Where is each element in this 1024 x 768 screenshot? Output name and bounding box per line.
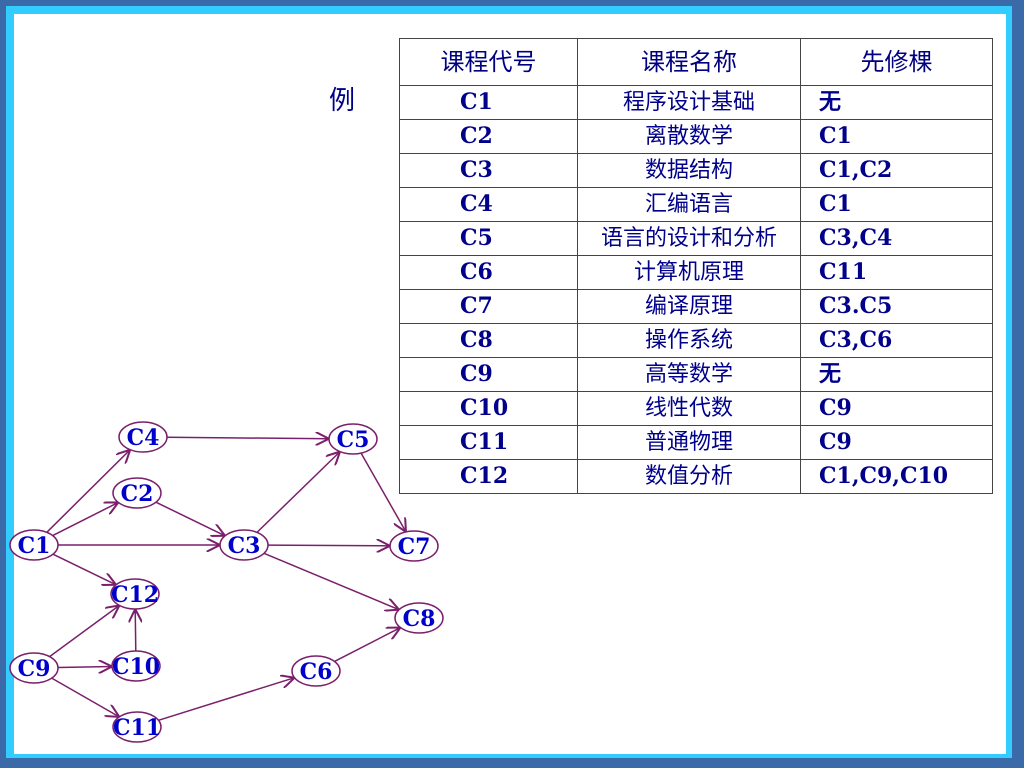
node-label: C6 bbox=[300, 659, 333, 685]
header-course-code: 课程代号 bbox=[399, 38, 578, 86]
graph-edges bbox=[46, 437, 406, 722]
cell-prerequisite: 无 bbox=[800, 85, 993, 120]
edge-c11-c6 bbox=[158, 678, 294, 722]
edge-c5-c7 bbox=[360, 452, 406, 532]
node-label: C10 bbox=[112, 654, 160, 680]
node-c11: C11 bbox=[112, 711, 162, 743]
edge-c2-c3 bbox=[155, 501, 225, 536]
node-label: C4 bbox=[127, 425, 160, 451]
edge-c6-c8 bbox=[334, 628, 401, 663]
node-c3: C3 bbox=[219, 529, 269, 561]
header-course-name: 课程名称 bbox=[577, 38, 801, 86]
table-header-row: 课程代号 课程名称 先修棵 bbox=[399, 38, 993, 86]
node-c2: C2 bbox=[112, 477, 162, 509]
node-ellipse bbox=[328, 423, 378, 455]
node-label: C5 bbox=[337, 427, 370, 453]
example-label: 例 bbox=[329, 86, 356, 116]
cell-prerequisite: C1 bbox=[800, 187, 993, 222]
edge-c3-c8 bbox=[263, 552, 399, 609]
edge-c1-c2 bbox=[52, 502, 119, 537]
cell-course-code: C7 bbox=[399, 289, 578, 324]
cell-prerequisite: C9 bbox=[800, 391, 993, 426]
cell-course-name: 编译原理 bbox=[577, 289, 801, 324]
node-ellipse bbox=[389, 530, 439, 562]
edge-c10-c12 bbox=[135, 609, 136, 652]
node-ellipse bbox=[118, 421, 168, 453]
edge-c3-c7 bbox=[267, 545, 390, 546]
cell-course-name: 数据结构 bbox=[577, 153, 801, 188]
node-label: C9 bbox=[18, 656, 51, 682]
node-ellipse bbox=[9, 652, 59, 684]
cell-prerequisite: C3,C4 bbox=[800, 221, 993, 256]
edge-c1-c4 bbox=[46, 450, 130, 533]
node-label: C11 bbox=[113, 715, 161, 741]
cell-course-name: 普通物理 bbox=[577, 425, 801, 460]
node-c1: C1 bbox=[9, 529, 59, 561]
edge-c9-c10 bbox=[57, 666, 112, 667]
node-c5: C5 bbox=[328, 423, 378, 455]
node-label: C7 bbox=[398, 534, 431, 560]
cell-prerequisite: C1,C2 bbox=[800, 153, 993, 188]
node-ellipse bbox=[112, 711, 162, 743]
node-c6: C6 bbox=[291, 655, 341, 687]
cell-course-name: 数值分析 bbox=[577, 459, 801, 494]
node-ellipse bbox=[110, 578, 160, 610]
node-ellipse bbox=[291, 655, 341, 687]
node-c8: C8 bbox=[394, 602, 444, 634]
cell-course-code: C11 bbox=[399, 425, 578, 460]
edge-c1-c12 bbox=[52, 553, 116, 585]
node-ellipse bbox=[9, 529, 59, 561]
node-label: C8 bbox=[403, 606, 436, 632]
cell-prerequisite: C3,C6 bbox=[800, 323, 993, 358]
cell-course-name: 线性代数 bbox=[577, 391, 801, 426]
edge-c9-c11 bbox=[51, 677, 120, 717]
edge-c4-c5 bbox=[166, 437, 329, 439]
node-c4: C4 bbox=[118, 421, 168, 453]
cell-course-code: C5 bbox=[399, 221, 578, 256]
edge-c3-c5 bbox=[256, 452, 340, 533]
node-c7: C7 bbox=[389, 530, 439, 562]
node-ellipse bbox=[219, 529, 269, 561]
cell-prerequisite: C9 bbox=[800, 425, 993, 460]
cell-prerequisite: C3.C5 bbox=[800, 289, 993, 324]
node-c10: C10 bbox=[111, 650, 161, 682]
cell-prerequisite: C1 bbox=[800, 119, 993, 154]
node-ellipse bbox=[394, 602, 444, 634]
cell-prerequisite: 无 bbox=[800, 357, 993, 392]
cell-course-name: 汇编语言 bbox=[577, 187, 801, 222]
cell-course-name: 操作系统 bbox=[577, 323, 801, 358]
node-ellipse bbox=[111, 650, 161, 682]
node-label: C1 bbox=[18, 533, 51, 559]
node-label: C2 bbox=[121, 481, 154, 507]
cell-prerequisite: C11 bbox=[800, 255, 993, 290]
node-ellipse bbox=[112, 477, 162, 509]
cell-course-code: C9 bbox=[399, 357, 578, 392]
edge-c9-c12 bbox=[49, 605, 120, 658]
node-label: C3 bbox=[228, 533, 261, 559]
node-label: C12 bbox=[111, 582, 159, 608]
cell-prerequisite: C1,C9,C10 bbox=[800, 459, 993, 494]
node-c9: C9 bbox=[9, 652, 59, 684]
cell-course-name: 语言的设计和分析 bbox=[577, 221, 801, 256]
cell-course-code: C1 bbox=[399, 85, 578, 120]
cell-course-code: C8 bbox=[399, 323, 578, 358]
cell-course-code: C12 bbox=[399, 459, 578, 494]
node-c12: C12 bbox=[110, 578, 160, 610]
cell-course-code: C2 bbox=[399, 119, 578, 154]
cell-course-code: C4 bbox=[399, 187, 578, 222]
